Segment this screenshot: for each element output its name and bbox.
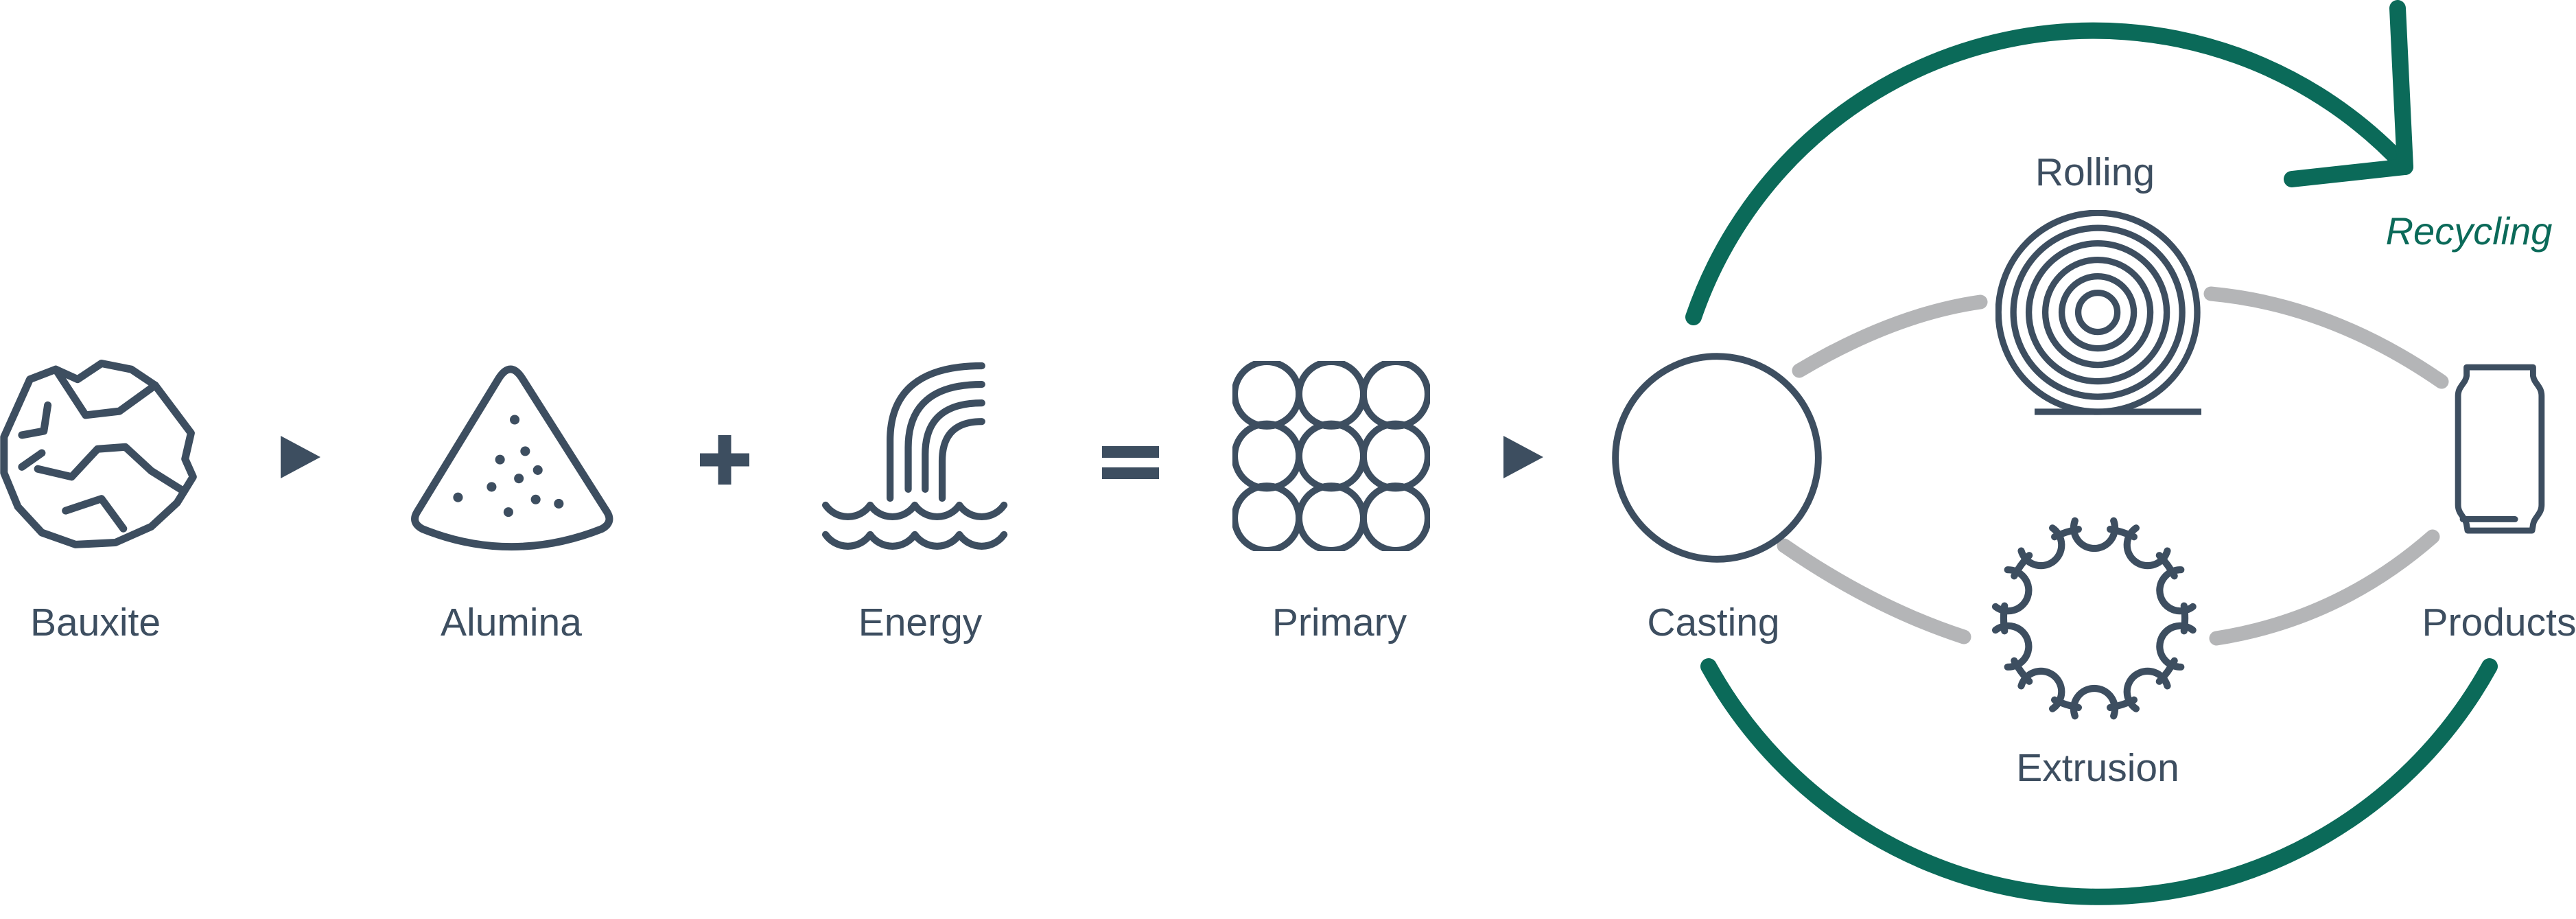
energy-icon	[821, 362, 1008, 550]
primary-label: Primary	[1272, 601, 1407, 644]
recycling-label: Recycling	[2385, 209, 2553, 253]
recycling-arrowhead	[2284, 0, 2413, 187]
link-casting-extrusion	[1777, 538, 1971, 644]
equals-icon	[1102, 446, 1159, 479]
alumina-label: Alumina	[441, 601, 582, 644]
link-rolling-products	[2203, 286, 2449, 389]
link-casting-rolling	[1792, 294, 1988, 378]
bauxite-label: Bauxite	[30, 601, 161, 644]
extrusion-label: Extrusion	[2016, 746, 2179, 790]
recycling-arc-top	[1685, 22, 2413, 325]
alumina-powder-dots	[453, 415, 564, 517]
step-arrow-icon-2	[1503, 436, 1543, 478]
energy-label: Energy	[858, 601, 983, 644]
link-extrusion-products	[2209, 529, 2440, 646]
casting-icon	[1612, 353, 1822, 563]
primary-icon	[1232, 361, 1430, 551]
extrusion-icon	[1991, 517, 2197, 720]
alumina-icon	[411, 365, 613, 551]
step-arrow-icon-1	[281, 436, 320, 478]
casting-label: Casting	[1647, 601, 1780, 644]
products-icon	[2455, 364, 2545, 534]
bauxite-icon	[0, 359, 197, 548]
rolling-icon	[1995, 210, 2201, 415]
products-label: Products	[2422, 601, 2576, 644]
recycling-arc-bottom	[1700, 658, 2498, 905]
rolling-label: Rolling	[2035, 150, 2155, 194]
plus-icon	[700, 435, 749, 485]
